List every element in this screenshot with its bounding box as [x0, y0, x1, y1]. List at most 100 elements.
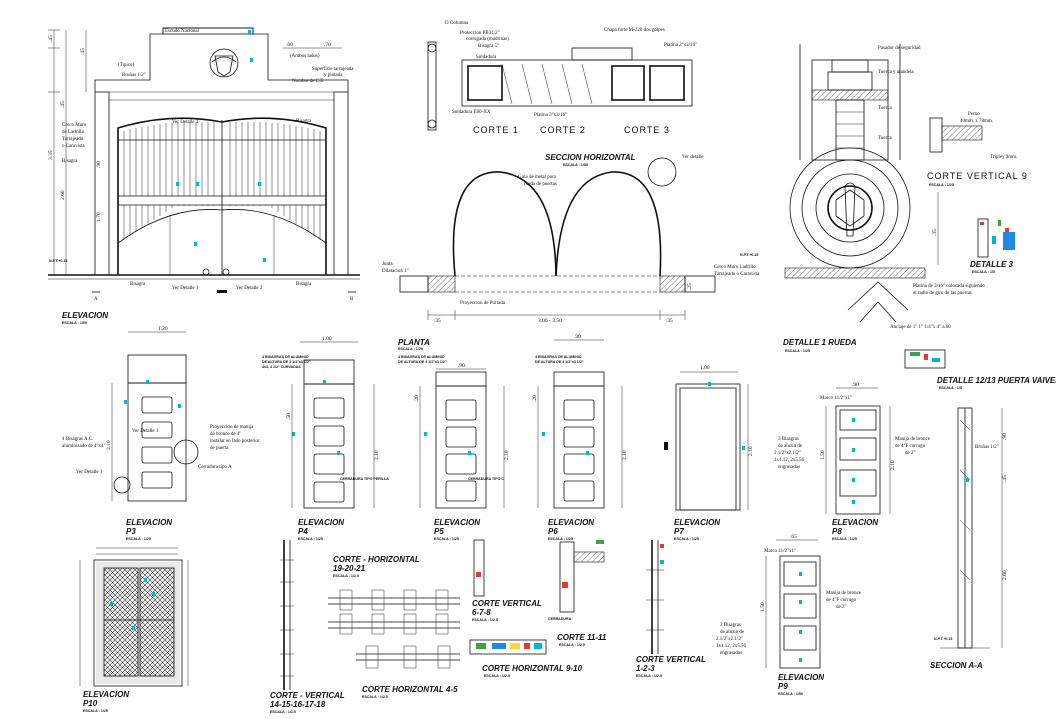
- label-nombre: Nombre de C.E.: [292, 79, 325, 84]
- svg-text:de Ladrillo: de Ladrillo: [62, 130, 85, 135]
- title-corte-11-11: CORTE 11-11: [557, 633, 607, 642]
- dim-p3-height: 2.10: [106, 440, 112, 450]
- dim-aa-260: 2.60: [1002, 570, 1008, 580]
- title-seccion-horizontal: SECCION HORIZONTAL: [545, 153, 636, 162]
- dim-p7-width: 1.00: [700, 365, 710, 371]
- cortes-bottom: CORTE - VERTICAL 14-15-16-17-18 ESCALA :…: [270, 539, 706, 714]
- label-platina: Platina 2"x3/16": [664, 43, 697, 48]
- label-npt: N.P.T.+0.15: [49, 259, 67, 263]
- marker-b: B: [350, 297, 354, 302]
- door-p5: PLANTA ESCALA : 1/25 4 BISAGRAS DE ALUMI…: [398, 338, 510, 541]
- title-p4: ELEVACION: [298, 518, 344, 527]
- title-detalle-3: DETALLE 3: [970, 260, 1014, 269]
- seccion-horizontal: SECCION HORIZONTAL ESCALA : 1/50 Ver det…: [382, 153, 760, 324]
- dim-p5-width: .90: [458, 363, 465, 369]
- title-seccion-aa: SECCION A-A: [930, 661, 983, 670]
- label-tripley: Tripley 9mm.: [990, 155, 1017, 160]
- label-platina2: Platina 3"x3/16": [534, 113, 567, 118]
- svg-text:de 4"F corrugo: de 4"F corrugo: [895, 444, 926, 449]
- svg-text:DE ALTURA DE 3 1/2"x3 1/2": DE ALTURA DE 3 1/2"x3 1/2": [398, 360, 447, 364]
- svg-text:14-15-16-17-18: 14-15-16-17-18: [270, 700, 326, 709]
- scale-detalle-12-13: ESCALA : 1/5: [939, 386, 962, 390]
- dim-p3-width: 1.20: [158, 326, 168, 332]
- sub-p4: P4: [298, 527, 308, 536]
- scale-corte-vertical-6-8: ESCALA : 1/2.5: [472, 618, 498, 622]
- scale-p10: ESCALA : 1/25: [83, 709, 108, 713]
- dim-p8-width: .90: [852, 382, 859, 388]
- scale-p7: ESCALA : 1/25: [674, 537, 699, 541]
- svg-text:de 2": de 2": [905, 451, 916, 456]
- label-proteccion: Proteccion PB31/2": [460, 31, 500, 36]
- label-p8-bisagras: 3 Bisagras: [778, 437, 799, 442]
- note-p4: 4 BISAGRAS DE ALUMINIO: [262, 355, 309, 359]
- title-p6: ELEVACION: [548, 518, 594, 527]
- label-ver2: Ver Detalle 2: [236, 286, 263, 291]
- dim-335: 3.35: [48, 150, 54, 160]
- svg-text:DE ALTURA DE 3 1/2"x3 1/2": DE ALTURA DE 3 1/2"x3 1/2": [535, 360, 584, 364]
- label-corte-2: CORTE 2: [540, 125, 586, 135]
- svg-text:2.1/2"x2.1/2": 2.1/2"x2.1/2": [774, 451, 801, 456]
- dim-p9-h1: 1.50: [760, 602, 766, 612]
- dim-045c: .45: [80, 48, 86, 55]
- svg-text:rueda de puertas: rueda de puertas: [524, 182, 557, 187]
- label-ambos-lados: (Ambos lados): [290, 54, 320, 59]
- sub-p7: P7: [674, 527, 684, 536]
- title-p10: ELEVACION: [83, 690, 129, 699]
- planta-scale: ESCALA : 1/25: [398, 347, 423, 351]
- dim-p7-height: 2.10: [748, 446, 754, 456]
- dim-aa-090: .90: [1002, 433, 1008, 440]
- dim-p4-height: 2.10: [374, 450, 380, 460]
- svg-text:4x3, 4 1/2" CURVADAS: 4x3, 4 1/2" CURVADAS: [262, 365, 301, 369]
- svg-text:engrasadas: engrasadas: [778, 465, 800, 470]
- door-p10: ELEVACION P10 ESCALA : 1/25: [79, 547, 189, 713]
- title-p7: ELEVACION: [674, 518, 720, 527]
- svg-text:de aluzin de: de aluzin de: [720, 630, 745, 635]
- svg-text:de bronce de 4": de bronce de 4": [210, 432, 241, 437]
- scale-corte-horizontal-19-21: ESCALA : 1/2.5: [333, 574, 359, 578]
- svg-text:el radio de giro de las puerta: el radio de giro de las puertas: [913, 291, 972, 296]
- sub-p5: P5: [434, 527, 444, 536]
- svg-text:40mm. x 78mm.: 40mm. x 78mm.: [960, 119, 993, 124]
- label-bisagra-bl: Bisagra: [130, 282, 146, 287]
- label-p3-ver-detalle2: Ver Detalle 1: [76, 470, 103, 475]
- dim-260: 2.60: [60, 190, 66, 200]
- scale-corte-horizontal-4-5: ESCALA : 1/2.5: [362, 695, 388, 699]
- label-aa-brunas: Bruñas 1/2": [975, 445, 999, 450]
- sub-p3: P3: [126, 527, 136, 536]
- svg-text:1-2-3: 1-2-3: [636, 664, 655, 673]
- dim-p6-height: 2.10: [622, 450, 628, 460]
- title-corte-vertical-9: CORTE VERTICAL 9: [927, 171, 1028, 181]
- scale-corte-horizontal-9-10: ESCALA : 1/2.5: [484, 674, 510, 678]
- svg-text:CERRADURA: CERRADURA: [548, 617, 572, 621]
- label-cerco-sh: Cerco Muro Ladrillo: [714, 265, 756, 270]
- dim-p6-width: .90: [574, 334, 581, 340]
- title-detalle-1-rueda: DETALLE 1 RUEDA: [783, 338, 857, 347]
- sub-p8: P8: [832, 527, 842, 536]
- scale-detalle-1-rueda: ESCALA : 1/25: [785, 349, 810, 353]
- dim-070: .70: [324, 42, 331, 48]
- svg-text:corrugada (madrinas): corrugada (madrinas): [466, 37, 509, 42]
- svg-text:Tarrajeado: Tarrajeado: [62, 137, 84, 142]
- dim-035-cv9: .35: [932, 229, 938, 236]
- svg-text:CERRADURA TIPO PERILLA: CERRADURA TIPO PERILLA: [340, 477, 389, 481]
- sub-p6: P6: [548, 527, 558, 536]
- label-brunas: Bruñas 1/2": [122, 73, 146, 78]
- svg-text:4 BISAGRAS DE ALUMINIO: 4 BISAGRAS DE ALUMINIO: [535, 355, 582, 359]
- seccion-aa: N.P.T.+0.15 Bruñas 1/2" .90 .45 2.60 SEC…: [930, 407, 1008, 670]
- dim-035b: .35: [666, 318, 673, 324]
- label-tuerca: Tuerca y arandela: [878, 70, 914, 75]
- dim-300-350: 3.00 - 3.50: [538, 318, 562, 324]
- label-bisagra: Bisagra: [62, 159, 78, 164]
- dim-p5-h1: .20: [414, 395, 420, 402]
- label-p3-ver-detalle: Ver Detalle 1: [132, 429, 159, 434]
- label-bisagra5: Bisagra 5": [478, 44, 499, 49]
- label-p3-cerradura: Cerradura tipo A: [198, 465, 232, 470]
- label-p3-bisagras: 4 Bisagras A.C.: [62, 437, 93, 442]
- label-escudo: Escudo Nacional: [165, 29, 200, 34]
- label-ver1: Ver Detalle 1: [172, 286, 199, 291]
- dim-p8-height: 2.10: [890, 460, 896, 470]
- label-guia: Guia de metal para: [518, 175, 557, 180]
- svg-text:de aluzin de: de aluzin de: [778, 444, 803, 449]
- label-junta: Junta: [382, 262, 393, 267]
- dim-170: 1.70: [96, 212, 102, 222]
